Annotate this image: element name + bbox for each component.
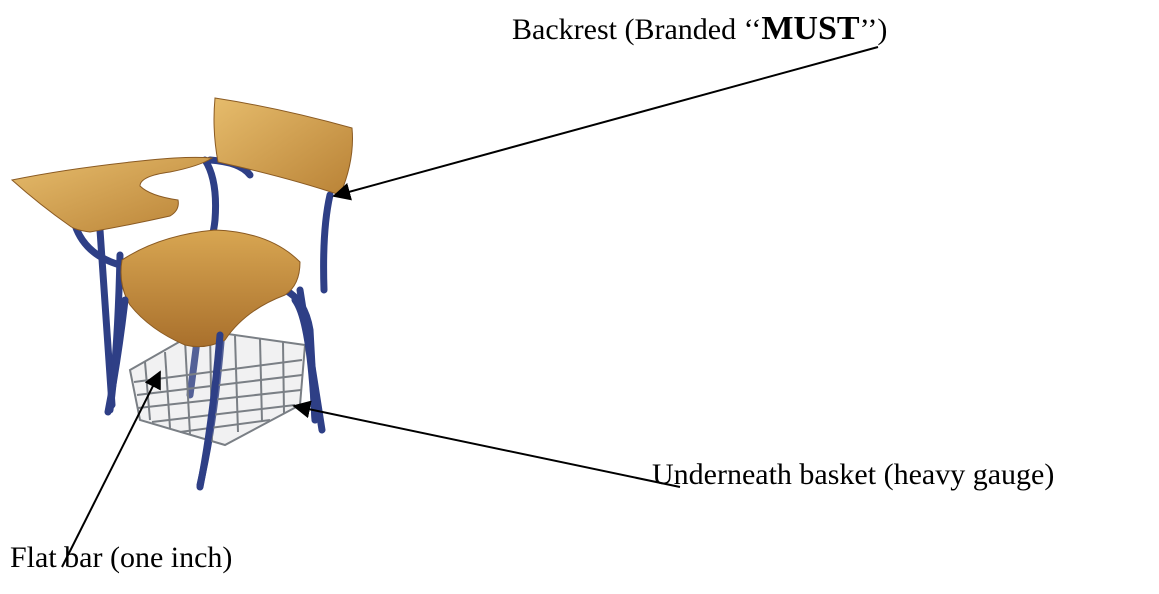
leader-arrows — [61, 46, 879, 568]
flat-bar-arrow — [61, 370, 161, 568]
backrest-arrow — [332, 46, 879, 201]
basket-label: Underneath basket (heavy gauge) — [652, 458, 1055, 491]
flat-bar-label: Flat bar (one inch) — [10, 541, 233, 574]
writing-tablet — [10, 156, 214, 233]
basket-arrow — [292, 400, 681, 488]
brand-name: MUST — [761, 10, 860, 47]
backrest-label-prefix: Backrest (Branded ‘‘ — [512, 13, 762, 46]
backrest-label: Backrest (Branded ‘‘MUST’’) — [512, 12, 887, 46]
backrest-label-suffix: ’’) — [859, 13, 888, 46]
seat — [120, 229, 301, 348]
backrest — [213, 97, 353, 196]
